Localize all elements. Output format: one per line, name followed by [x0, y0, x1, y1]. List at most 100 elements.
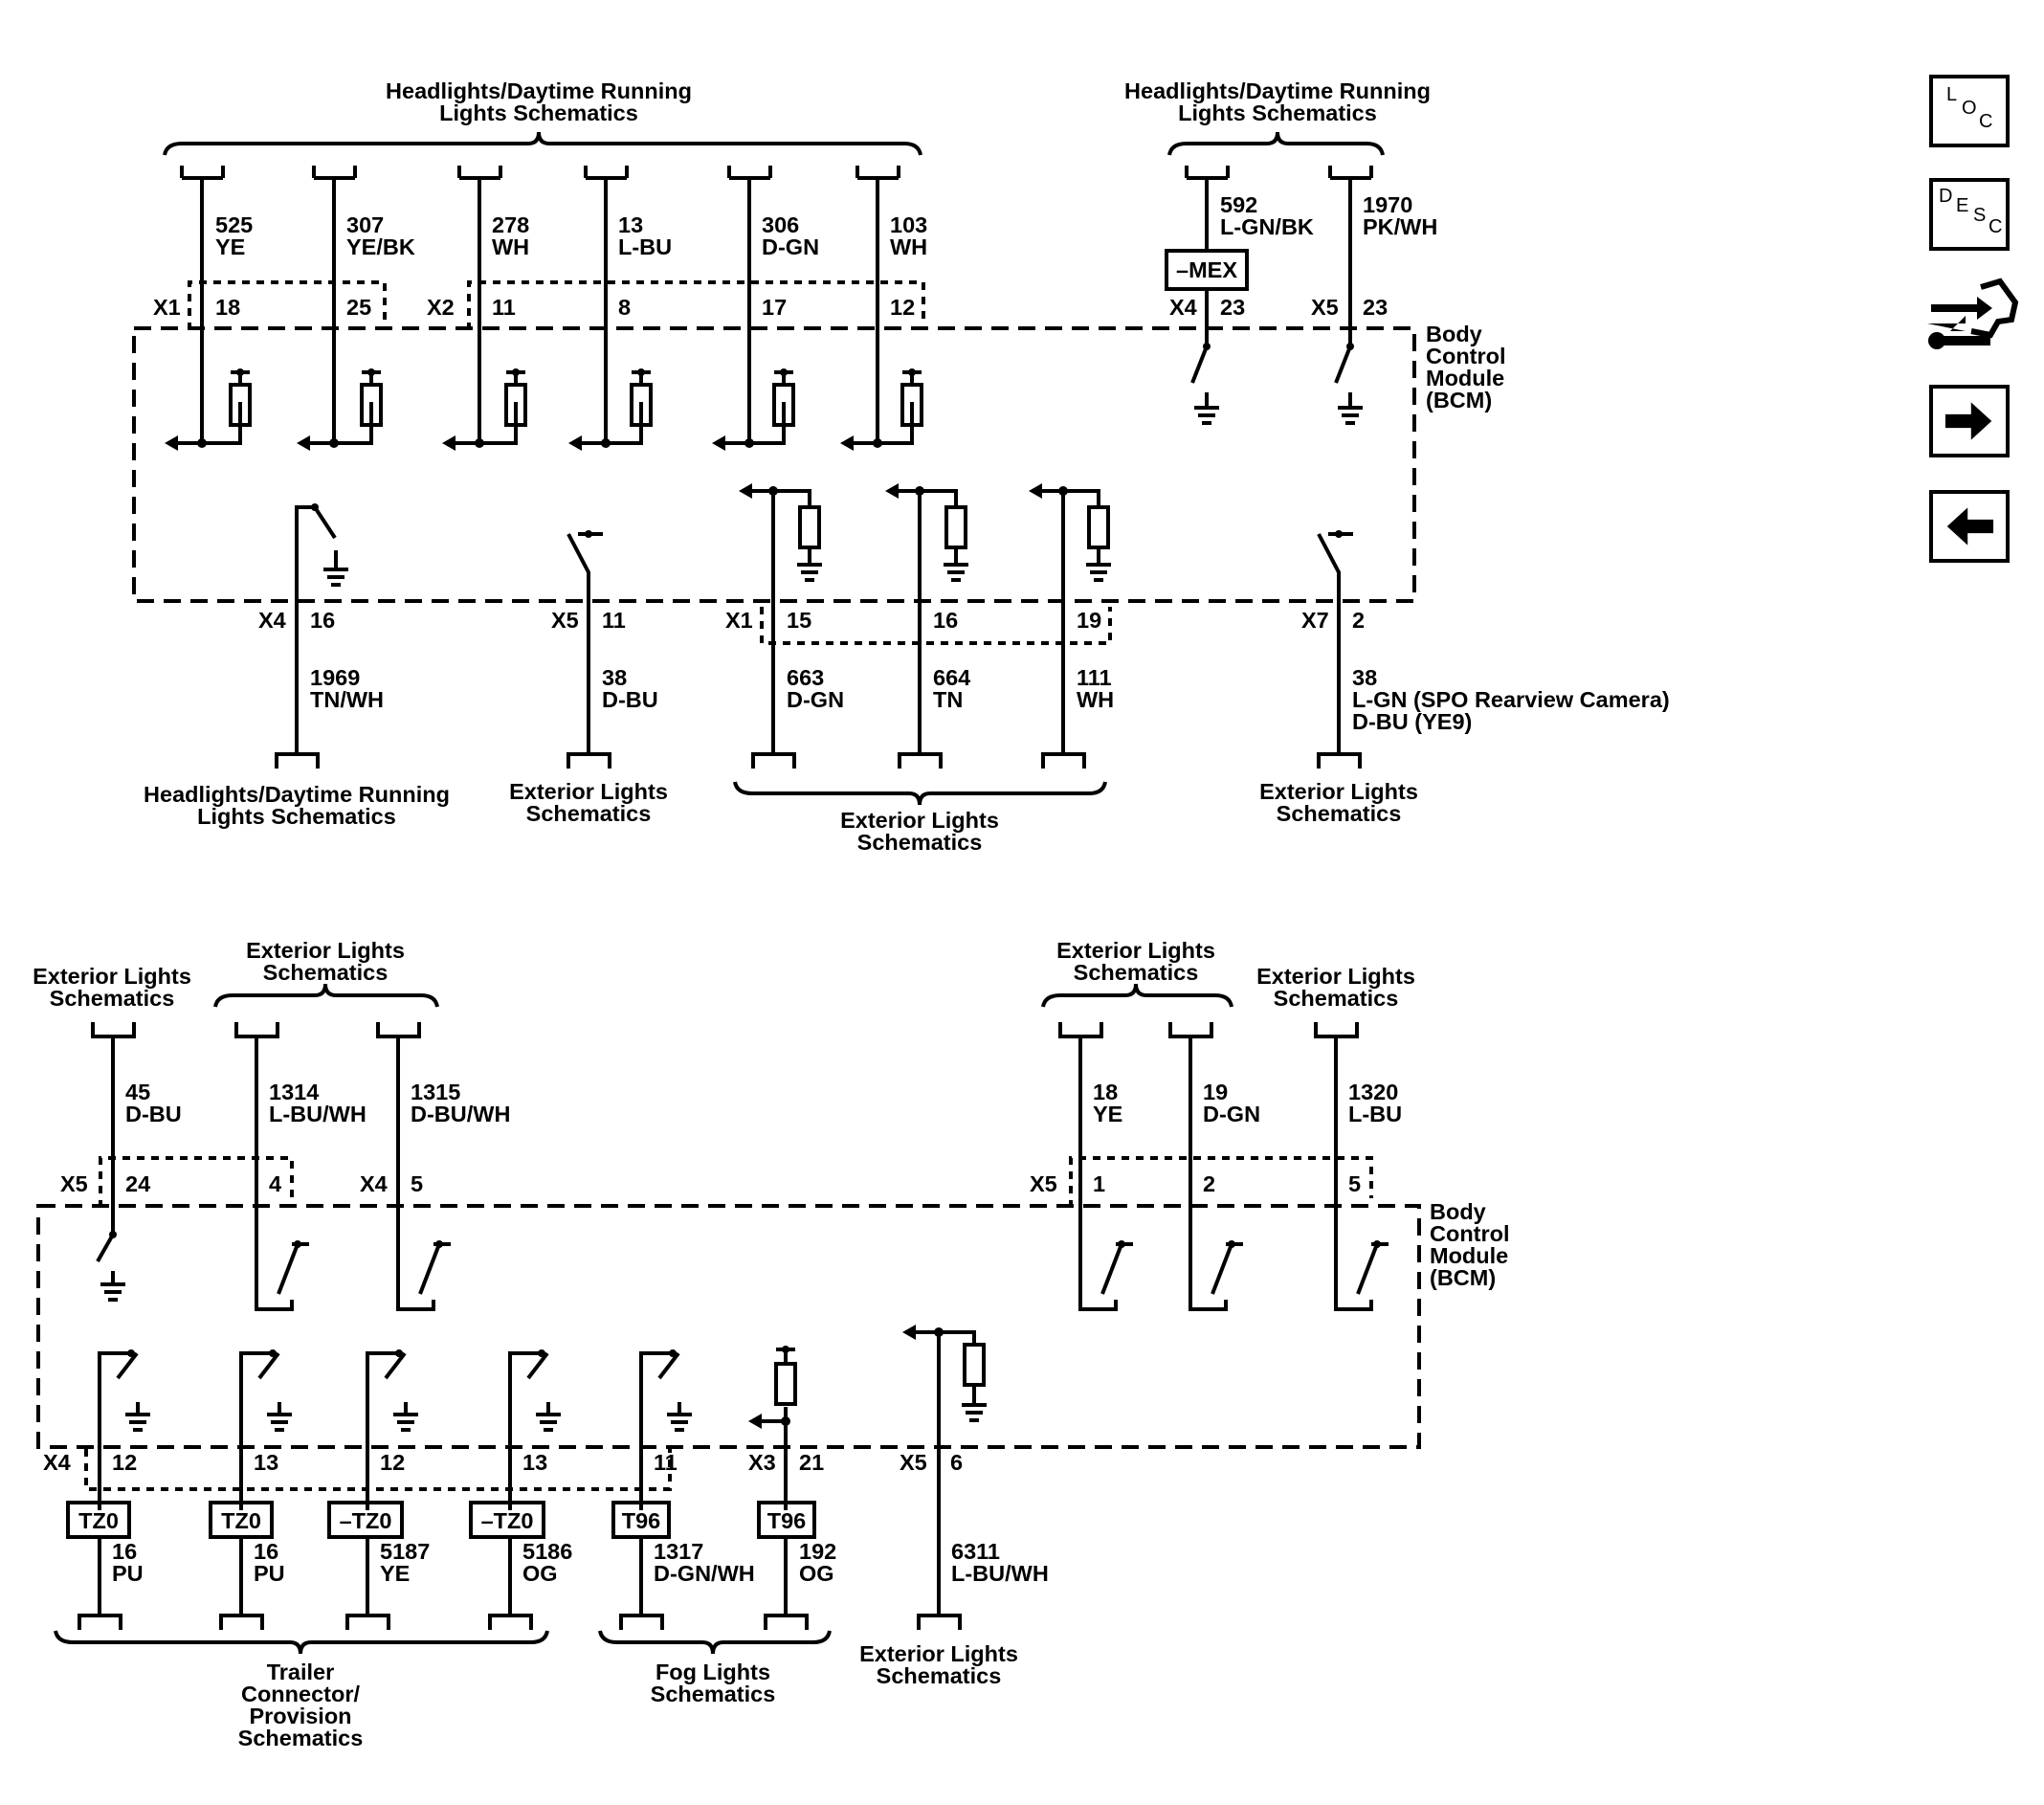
conn-x4-top: X4	[1169, 295, 1197, 320]
pin-8: 8	[618, 295, 631, 320]
service-info-icon[interactable]	[1923, 276, 2019, 356]
pin-16-mid-b: 16	[933, 608, 958, 633]
bcm-label-top-2: Control	[1426, 344, 1506, 368]
pin-11-mid: 11	[602, 608, 626, 633]
title-ext-low-c-line1: Exterior Lights	[1056, 938, 1215, 963]
title-hl-mid-line2: Lights Schematics	[197, 804, 396, 829]
pin-5-low: 5	[411, 1171, 423, 1196]
circuit-13-color: L-BU	[618, 234, 672, 259]
title-headlights-top-left-line2: Lights Schematics	[439, 100, 638, 125]
circuit-103-color: WH	[890, 234, 927, 259]
pin-18: 18	[215, 295, 240, 320]
title-ext-low-a-line1: Exterior Lights	[33, 964, 191, 989]
back-arrow-icon	[1946, 507, 1994, 546]
desc-letter-c: C	[1988, 216, 2003, 237]
circuit-192-color: OG	[799, 1561, 834, 1586]
title-ext-low-a-line2: Schematics	[50, 986, 175, 1011]
conn-x1-mid: X1	[725, 608, 753, 633]
circuit-1315-color: D-BU/WH	[411, 1102, 510, 1126]
pin-2-low: 2	[1203, 1171, 1215, 1196]
bcm-box-top	[132, 326, 1416, 603]
circuit-5187-num: 5187	[380, 1539, 430, 1564]
circuit-5186-num: 5186	[522, 1539, 572, 1564]
circuit-307-color: YE/BK	[346, 234, 415, 259]
option-not-tz0-a: –TZ0	[340, 1508, 392, 1533]
pin-6-bottom: 6	[950, 1450, 963, 1475]
circuit-5187-color: YE	[380, 1561, 410, 1586]
conn-x5-low-right: X5	[1030, 1171, 1057, 1196]
mid-row-group	[275, 483, 1362, 769]
pin-1-low: 1	[1093, 1171, 1105, 1196]
conn-x4-mid: X4	[258, 608, 286, 633]
title-ext-bottom-2: Schematics	[877, 1663, 1002, 1688]
bottom-input-group	[91, 1022, 1389, 1311]
connector-x2-top	[467, 280, 925, 330]
bcm-label-bottom-3: Module	[1430, 1243, 1508, 1268]
title-headlights-top-left-line1: Headlights/Daytime Running	[386, 78, 692, 103]
desc-letter-d: D	[1939, 186, 1953, 207]
pin-12-bottom-a: 12	[112, 1450, 137, 1475]
circuit-278-num: 278	[492, 212, 529, 237]
title-ext-low-b-line2: Schematics	[263, 960, 389, 985]
title-ext-low-d-line1: Exterior Lights	[1256, 964, 1415, 989]
circuit-45-color: D-BU	[125, 1102, 182, 1126]
pin-21-bottom: 21	[799, 1450, 824, 1475]
pin-23-b: 23	[1363, 295, 1388, 320]
title-ext-mid-c-line1: Exterior Lights	[1259, 779, 1418, 804]
title-ext-low-c-line2: Schematics	[1074, 960, 1199, 985]
bcm-box-bottom	[36, 1204, 1421, 1449]
circuit-1969-color: TN/WH	[310, 687, 384, 712]
circuit-19-color: D-GN	[1203, 1102, 1260, 1126]
circuit-19-num: 19	[1203, 1080, 1228, 1104]
conn-x5-low: X5	[60, 1171, 88, 1196]
title-ext-mid-a-line2: Schematics	[526, 801, 652, 826]
pin-11-bottom: 11	[654, 1450, 678, 1475]
brace-top-right	[1167, 131, 1385, 156]
circuit-306-num: 306	[762, 212, 799, 237]
back-arrow-button[interactable]	[1929, 490, 2010, 563]
circuit-16-color-a: PU	[112, 1561, 144, 1586]
circuit-13-num: 13	[618, 212, 643, 237]
next-arrow-button[interactable]	[1929, 385, 2010, 457]
circuit-307-num: 307	[346, 212, 384, 237]
circuit-525-num: 525	[215, 212, 253, 237]
circuit-306-color: D-GN	[762, 234, 819, 259]
desc-letter-e: E	[1956, 195, 1969, 216]
desc-button[interactable]: D E S C	[1929, 178, 2010, 251]
title-ext-mid-b-line1: Exterior Lights	[840, 808, 999, 833]
conn-x5-top: X5	[1311, 295, 1339, 320]
loc-letter-o: O	[1962, 98, 1977, 119]
circuit-278-color: WH	[492, 234, 529, 259]
brace-ext-low-c	[1041, 983, 1233, 1008]
circuit-664-color: TN	[933, 687, 963, 712]
option-tz0-b: TZ0	[221, 1508, 261, 1533]
conn-x3-bottom: X3	[748, 1450, 776, 1475]
circuit-192-num: 192	[799, 1539, 836, 1564]
circuit-592-color: L-GN/BK	[1220, 214, 1314, 239]
circuit-1314-num: 1314	[269, 1080, 319, 1104]
circuit-1314-color: L-BU/WH	[269, 1102, 367, 1126]
conn-x2-top: X2	[427, 295, 455, 320]
conn-x7-mid: X7	[1301, 608, 1329, 633]
conn-x4-low: X4	[360, 1171, 388, 1196]
bcm-label-top-4: (BCM)	[1426, 388, 1492, 412]
pin-19-mid: 19	[1077, 608, 1101, 633]
loc-button[interactable]: L O C	[1929, 75, 2010, 147]
pin-13-bottom-a: 13	[254, 1450, 278, 1475]
brace-top-left	[163, 131, 922, 156]
circuit-663-num: 663	[787, 665, 824, 690]
circuit-45-num: 45	[125, 1080, 150, 1104]
conn-x1-top: X1	[153, 295, 181, 320]
brace-ext-mid	[733, 781, 1107, 806]
title-ext-mid-a-line1: Exterior Lights	[509, 779, 668, 804]
title-fog-2: Schematics	[651, 1682, 776, 1706]
circuit-664-num: 664	[933, 665, 970, 690]
circuit-16-color-b: PU	[254, 1561, 285, 1586]
option-t96-a: T96	[622, 1508, 661, 1533]
title-ext-low-b-line1: Exterior Lights	[246, 938, 405, 963]
circuit-1315-num: 1315	[411, 1080, 460, 1104]
pin-24: 24	[125, 1171, 150, 1196]
pin-11-top: 11	[492, 295, 516, 320]
conn-x5-bottom: X5	[900, 1450, 927, 1475]
option-not-tz0-b: –TZ0	[481, 1508, 534, 1533]
